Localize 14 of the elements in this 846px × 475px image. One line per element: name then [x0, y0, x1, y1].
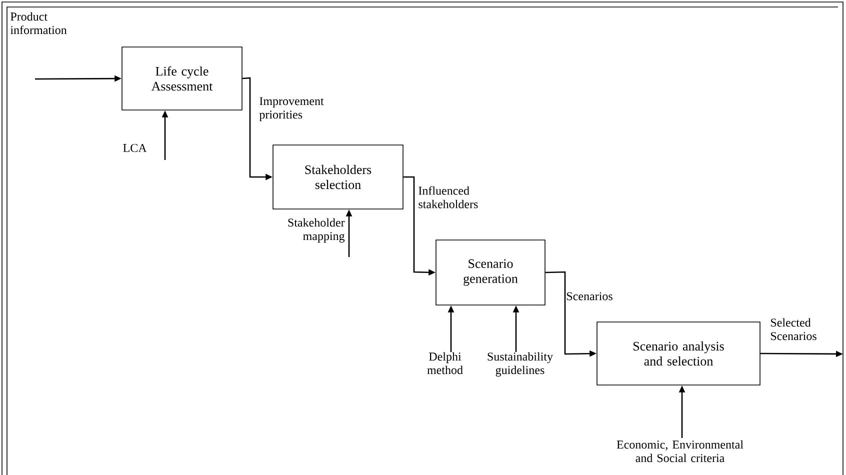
process-box: Scenario generation: [436, 240, 546, 306]
edge-label: Product information: [10, 12, 67, 34]
edge-label: Influenced stakeholders: [418, 186, 478, 208]
edge-label: Stakeholder mapping: [288, 218, 345, 243]
edge-label: LCA: [123, 144, 147, 152]
edge-label: Economic, Environmental and Social criteria: [616, 440, 744, 462]
edge-label: Improvement priorities: [259, 97, 324, 122]
edge-label: Selected Scenarios: [771, 318, 816, 340]
edge-label: Scenarios: [567, 292, 612, 300]
process-box: Scenario analysis and selection: [596, 322, 760, 386]
edge-label: Sustainability guidelines: [488, 352, 553, 377]
process-box: Life cycle Assessment: [122, 46, 242, 110]
process-box: Stakeholders selection: [272, 144, 404, 210]
edge-label: Delphi method: [427, 352, 463, 374]
